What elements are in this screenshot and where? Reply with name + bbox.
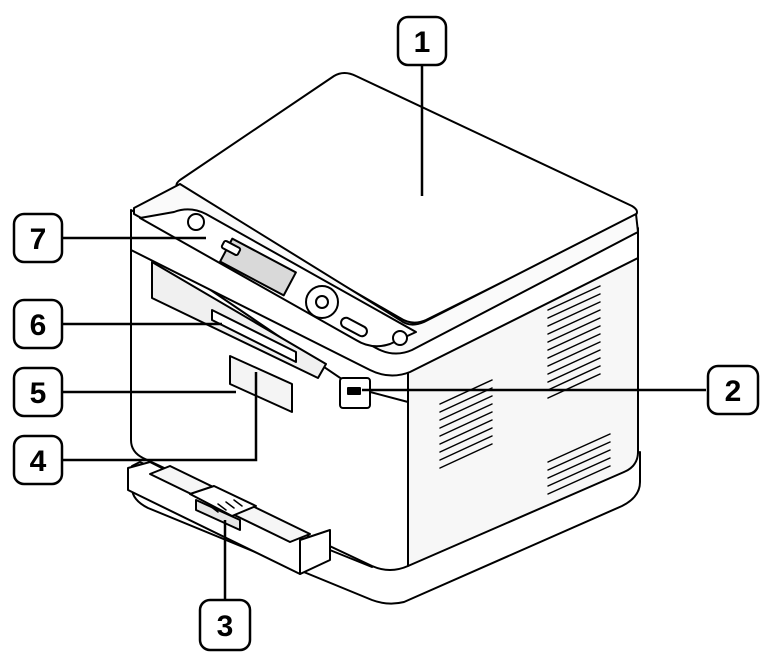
callout-4-label: 4 (30, 445, 47, 478)
callout-1-label: 1 (414, 26, 431, 59)
paper-guide (189, 485, 257, 531)
printer-illustration (127, 72, 641, 605)
callout-4: 4 (12, 434, 64, 486)
leader-lines (62, 62, 706, 600)
callout-3-label: 3 (217, 610, 234, 643)
panel-button-b (220, 239, 242, 257)
usb-slot (347, 387, 361, 395)
side-vents-upper (547, 285, 601, 399)
callout-6: 6 (12, 298, 64, 350)
leader-line-4 (62, 372, 258, 462)
paper-tray-front (299, 529, 331, 575)
output-support (211, 309, 297, 363)
front-cover-handle (229, 355, 293, 413)
callout-1: 1 (396, 15, 448, 67)
callout-3: 3 (198, 598, 252, 652)
control-panel-dial-center (315, 295, 329, 309)
callout-5: 5 (12, 366, 64, 418)
panel-button-a (340, 316, 368, 338)
side-vents-middle (439, 379, 493, 469)
power-button (187, 213, 205, 231)
callout-7: 7 (12, 212, 64, 264)
side-vents-lower (547, 433, 611, 495)
callout-2: 2 (706, 364, 760, 416)
callout-7-label: 7 (30, 223, 47, 256)
callout-5-label: 5 (30, 377, 47, 410)
callout-2-label: 2 (725, 375, 742, 408)
callout-6-label: 6 (30, 309, 47, 342)
stop-button (392, 330, 408, 346)
